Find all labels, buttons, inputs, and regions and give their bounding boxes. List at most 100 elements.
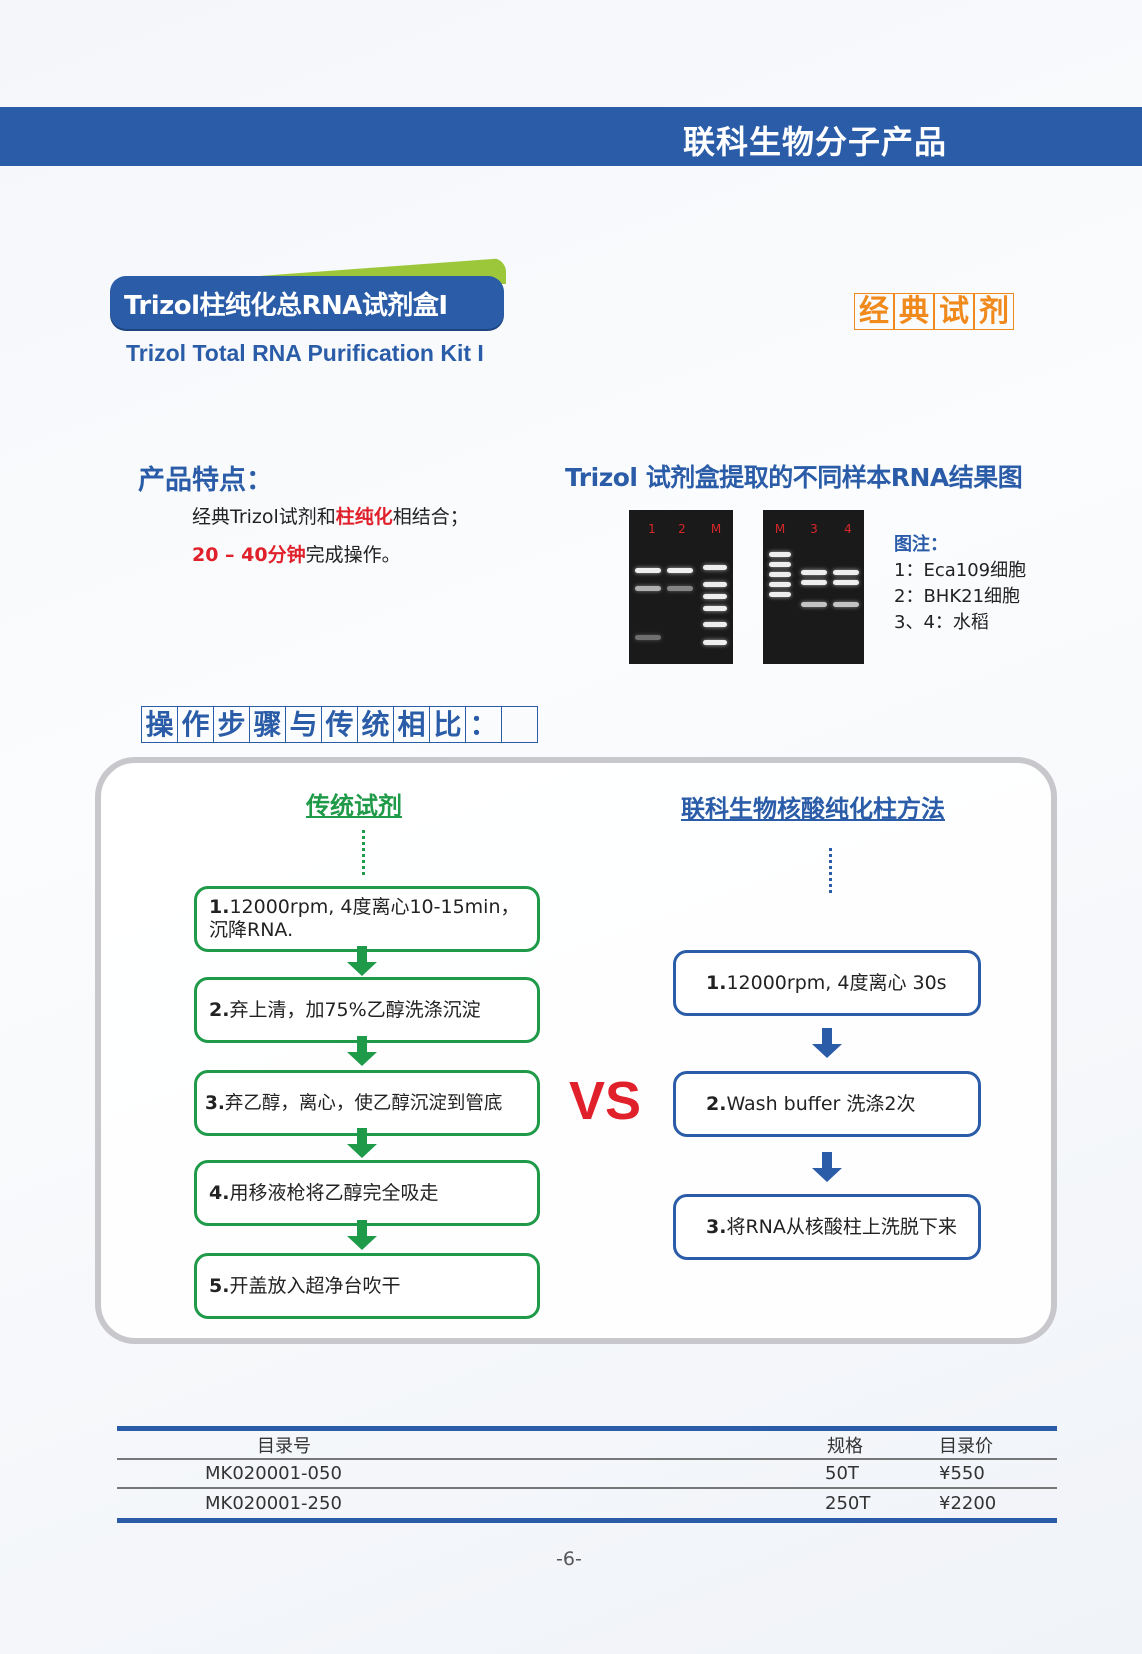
highlight: 20 – 40分钟 — [192, 544, 306, 566]
gel-image-1: 1 2 M — [629, 510, 733, 664]
text: 完成操作。 — [305, 544, 401, 566]
down-arrow-icon — [812, 1152, 842, 1182]
text: 经典Trizol试剂和 — [192, 506, 336, 528]
page-number: -6- — [556, 1548, 582, 1570]
heading-char: 统 — [357, 706, 394, 743]
step-text: Wash buffer 洗涤2次 — [726, 1092, 916, 1115]
heading-char: ： — [465, 706, 502, 743]
lane-label: 1 — [648, 522, 656, 536]
banner-title: 联科生物分子产品 — [683, 123, 948, 161]
step-num: 1. — [209, 896, 230, 918]
catalog-number: MK020001-050 — [205, 1463, 342, 1484]
vs-label: VS — [569, 1071, 642, 1131]
table-row: MK020001-050 50T ¥550 — [117, 1460, 1057, 1489]
traditional-step-5: 5.开盖放入超净台吹干 — [194, 1253, 540, 1319]
gel-band — [769, 572, 791, 577]
gel-band — [833, 570, 859, 575]
heading-char: 传 — [321, 706, 358, 743]
legend-item: 1：Eca109细胞 — [894, 560, 1027, 581]
heading-char: 比 — [429, 706, 466, 743]
feature-line-2: 20 – 40分钟完成操作。 — [192, 540, 401, 567]
price: ¥2200 — [939, 1493, 997, 1514]
gel-band — [703, 565, 727, 570]
step-text: 将RNA从核酸柱上洗脱下来 — [726, 1215, 957, 1238]
traditional-step-2: 2.弃上清，加75%乙醇洗涤沉淀 — [194, 977, 540, 1043]
dotted-connector — [362, 830, 365, 875]
traditional-step-1: 1.12000rpm, 4度离心10-15min，沉降RNA. — [194, 886, 540, 952]
gel-band — [769, 552, 791, 557]
gel-band — [635, 586, 661, 591]
step-text: 用移液枪将乙醇完全吸走 — [229, 1181, 439, 1204]
gel-band — [833, 602, 859, 607]
table-rule — [117, 1518, 1057, 1523]
classic-reagent-badge: 经典试剂 — [854, 293, 1014, 330]
step-num: 3. — [205, 1092, 225, 1114]
gel-title: Trizol 试剂盒提取的不同样本RNA结果图 — [565, 463, 1023, 492]
legend-item: 3、4：水稻 — [894, 612, 989, 633]
comparison-heading: 操作步骤与传统相比： — [141, 706, 538, 743]
gel-image-2: M 3 4 — [763, 510, 864, 664]
step-text: 12000rpm, 4度离心10-15min，沉降RNA. — [209, 896, 520, 941]
gel-band — [769, 592, 791, 597]
heading-char: 作 — [177, 706, 214, 743]
step-text: 开盖放入超净台吹干 — [229, 1274, 401, 1297]
header-cell: 目录号 — [257, 1435, 311, 1457]
column-step-3: 3.将RNA从核酸柱上洗脱下来 — [673, 1194, 981, 1260]
gel-band — [769, 562, 791, 567]
dotted-connector — [829, 848, 832, 893]
text: 相结合； — [392, 506, 469, 528]
lane-label: M — [774, 522, 786, 536]
step-text: 12000rpm, 4度离心 30s — [726, 971, 947, 994]
product-subtitle: Trizol Total RNA Purification Kit I — [126, 340, 484, 366]
catalog-number: MK020001-250 — [205, 1493, 342, 1514]
lane-label: 4 — [844, 522, 852, 536]
gel-band — [635, 635, 661, 640]
product-title-pill: Trizol柱纯化总RNA试剂盒I — [110, 276, 504, 329]
gel-band — [801, 570, 827, 575]
spec: 50T — [825, 1463, 859, 1484]
feature-line-1: 经典Trizol试剂和柱纯化相结合； — [192, 502, 469, 529]
gel-band — [801, 602, 827, 607]
traditional-title: 传统试剂 — [306, 792, 402, 820]
gel-legend: 图注： 1：Eca109细胞 2：BHK21细胞 3、4：水稻 — [894, 532, 1026, 636]
gel-band — [703, 594, 727, 599]
step-num: 5. — [209, 1274, 230, 1297]
step-num: 1. — [706, 971, 727, 994]
features-heading: 产品特点： — [138, 465, 273, 496]
spec: 250T — [825, 1493, 871, 1514]
traditional-step-4: 4.用移液枪将乙醇完全吸走 — [194, 1160, 540, 1226]
down-arrow-icon — [347, 1220, 377, 1250]
lane-label: M — [710, 522, 722, 536]
badge-char: 经 — [854, 293, 894, 330]
heading-char: 步 — [213, 706, 250, 743]
down-arrow-icon — [812, 1028, 842, 1058]
column-method-title: 联科生物核酸纯化柱方法 — [681, 795, 945, 823]
table-row: MK020001-250 250T ¥2200 — [117, 1489, 1057, 1518]
gel-band — [833, 580, 859, 585]
gel-band — [769, 582, 791, 587]
product-title: Trizol柱纯化总RNA试剂盒I — [124, 291, 448, 321]
gel-band — [703, 640, 727, 645]
down-arrow-icon — [347, 1036, 377, 1066]
legend-item: 2：BHK21细胞 — [894, 586, 1021, 607]
table-rule — [117, 1426, 1057, 1431]
column-step-1: 1.12000rpm, 4度离心 30s — [673, 950, 981, 1016]
down-arrow-icon — [347, 1128, 377, 1158]
heading-char: 与 — [285, 706, 322, 743]
step-num: 2. — [209, 998, 230, 1021]
gel-band — [667, 568, 693, 573]
header-banner: 联科生物分子产品 — [0, 107, 1142, 166]
traditional-step-3: 3.弃乙醇，离心，使乙醇沉淀到管底 — [194, 1070, 540, 1136]
heading-char: 骤 — [249, 706, 286, 743]
lane-label: 3 — [810, 522, 818, 536]
lane-label: 2 — [678, 522, 686, 536]
highlight: 柱纯化 — [335, 506, 393, 528]
header-cell: 规格 — [827, 1435, 863, 1457]
price-table: 目录号 规格 目录价 MK020001-050 50T ¥550 MK02000… — [117, 1426, 1057, 1523]
gel-band — [703, 622, 727, 627]
heading-char: 操 — [141, 706, 178, 743]
badge-char: 剂 — [974, 293, 1014, 330]
step-text: 弃乙醇，离心，使乙醇沉淀到管底 — [224, 1092, 503, 1114]
step-num: 2. — [706, 1092, 727, 1115]
badge-char: 试 — [934, 293, 974, 330]
